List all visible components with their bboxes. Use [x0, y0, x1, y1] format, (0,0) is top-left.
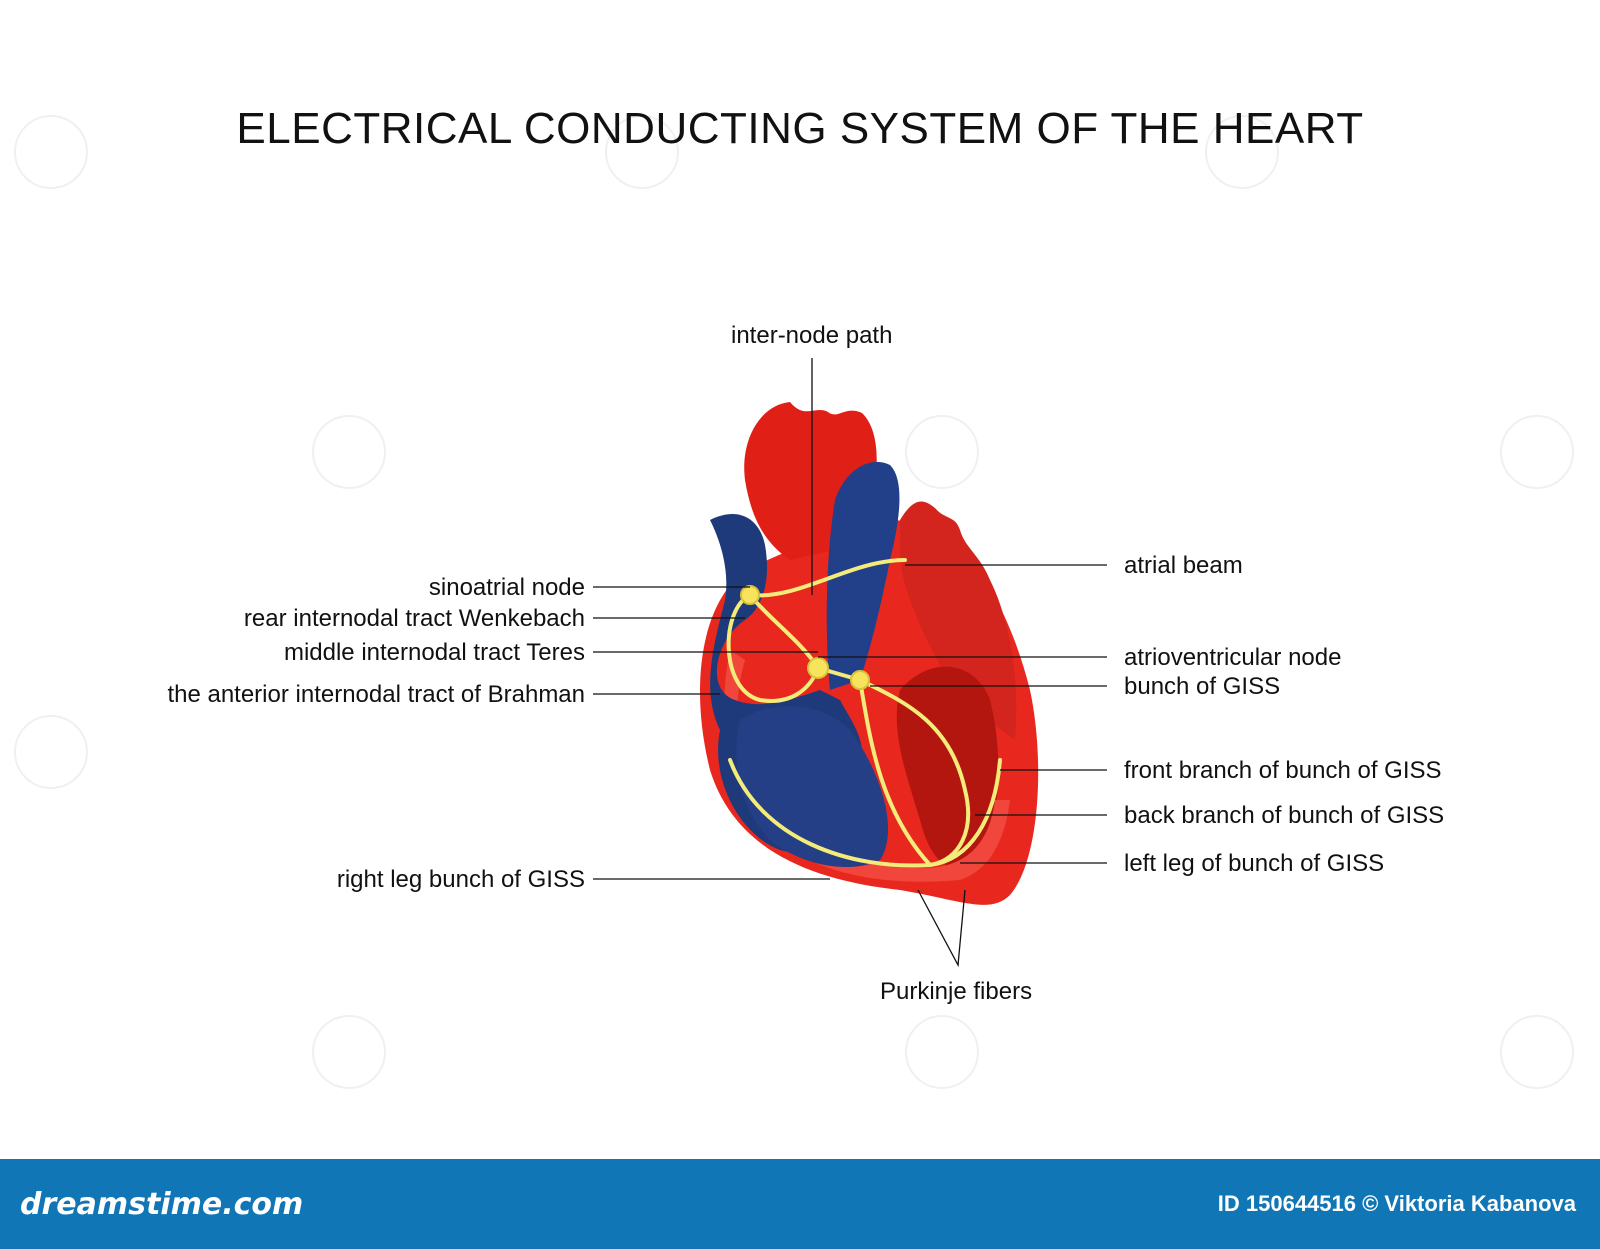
- page-title: ELECTRICAL CONDUCTING SYSTEM OF THE HEAR…: [236, 104, 1364, 153]
- brand-logo[interactable]: dreamstime.com: [20, 1187, 304, 1222]
- watermark-icon: [905, 1015, 979, 1089]
- label-atrial-beam: atrial beam: [1124, 552, 1243, 579]
- watermark-icon: [905, 415, 979, 489]
- label-av-node: atrioventricular node: [1124, 644, 1342, 671]
- watermark-icon: [14, 715, 88, 789]
- watermark-icon: [1500, 1015, 1574, 1089]
- footer-bar: dreamstime.com ID 150644516 © Viktoria K…: [0, 1159, 1600, 1249]
- watermark-icon: [312, 1015, 386, 1089]
- watermark-icon: [605, 115, 679, 189]
- label-sinoatrial-node: sinoatrial node: [428, 574, 585, 601]
- label-rear-internodal: rear internodal tract Wenkebach: [243, 605, 585, 632]
- label-anterior-internodal: the anterior internodal tract of Brahman: [167, 681, 585, 708]
- label-bunch-giss: bunch of GISS: [1124, 673, 1281, 700]
- pulmonary-trunk: [826, 461, 900, 690]
- sinoatrial-node-shape: [740, 585, 760, 605]
- watermark-icon: [1205, 115, 1279, 189]
- interatrial-path: [748, 558, 907, 598]
- watermark-icon: [1500, 415, 1574, 489]
- right-ventricle: [736, 706, 889, 868]
- watermark-icon: [14, 115, 88, 189]
- rear-internodal-path: [726, 593, 820, 703]
- right-bundle-path: [858, 678, 932, 867]
- label-front-branch: front branch of bunch of GISS: [1124, 757, 1442, 784]
- inner-wall: [724, 650, 1010, 882]
- label-middle-internodal: middle internodal tract Teres: [283, 639, 585, 666]
- av-node-shape: [807, 657, 829, 679]
- left-atrium-wall: [900, 501, 1017, 740]
- label-inter-node-path: inter-node path: [731, 322, 893, 349]
- label-right-leg: right leg bunch of GISS: [336, 866, 585, 893]
- his-node-shape: [850, 670, 870, 690]
- label-purkinje: Purkinje fibers: [880, 978, 1033, 1005]
- left-bundle-path: [858, 678, 971, 867]
- image-credit: ID 150644516 © Viktoria Kabanova: [1217, 1191, 1576, 1216]
- label-left-leg: left leg of bunch of GISS: [1124, 850, 1385, 877]
- label-back-branch: back branch of bunch of GISS: [1124, 802, 1445, 829]
- purkinje-path: [728, 758, 1002, 868]
- watermark-icon: [312, 415, 386, 489]
